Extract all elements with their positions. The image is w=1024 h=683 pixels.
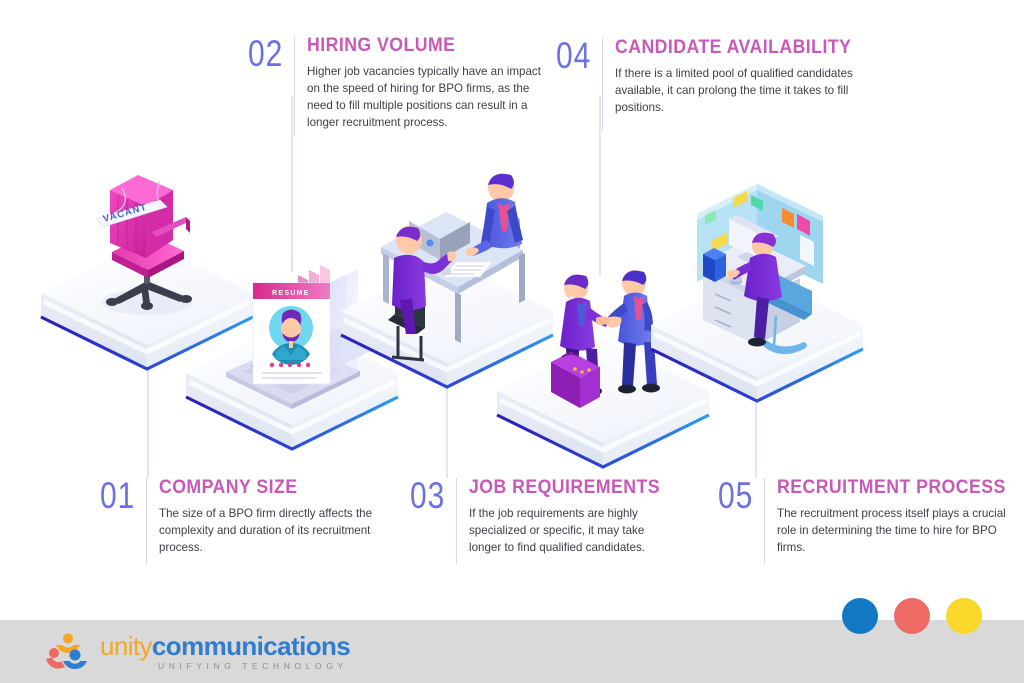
- step-divider-04: [602, 38, 603, 130]
- step-number-03-wrap: 03: [410, 477, 456, 515]
- step-number-02: 02: [248, 33, 284, 75]
- step-body-02: Higher job vacancies typically have an i…: [307, 64, 541, 130]
- brand-wordmark: unitycommunications: [100, 631, 351, 662]
- dot-yellow: [946, 598, 982, 634]
- briefcase: [551, 352, 600, 408]
- step-block-01: 01 COMPANY SIZE The size of a BPO firm d…: [100, 477, 390, 564]
- step-number-01: 01: [100, 475, 136, 517]
- step-number-05-wrap: 05: [718, 477, 764, 515]
- step-number-03: 03: [410, 475, 446, 517]
- step-divider-02: [294, 36, 295, 136]
- brand-tagline: UNIFYING TECHNOLOGY: [158, 661, 348, 672]
- resume-text-lines: [262, 372, 322, 379]
- step-block-04: 04 CANDIDATE AVAILABILITY If there is a …: [556, 37, 853, 130]
- resume-card-stack: RESUME: [252, 255, 358, 391]
- step-title-02: HIRING VOLUME: [307, 35, 456, 56]
- step-number-04: 04: [556, 35, 592, 77]
- step-title-01: COMPANY SIZE: [159, 477, 298, 498]
- dot-coral: [894, 598, 930, 634]
- step-body-03: If the job requirements are highly speci…: [469, 506, 645, 555]
- brand-logotype: unitycommunications UNIFYING TECHNOLOGY: [100, 631, 351, 672]
- drawer-handles: [714, 293, 732, 328]
- dot-blue: [842, 598, 878, 634]
- brand-logo: unitycommunications UNIFYING TECHNOLOGY: [45, 631, 351, 672]
- step-text-03: JOB REQUIREMENTS If the job requirements…: [457, 478, 674, 556]
- step-block-05: 05 RECRUITMENT PROCESS The recruitment p…: [718, 477, 1008, 564]
- brand-color-dots: [842, 598, 982, 634]
- resume-card-label: RESUME: [272, 290, 310, 297]
- step-body-04: If there is a limited pool of qualified …: [615, 66, 853, 115]
- step-number-05: 05: [718, 475, 754, 517]
- step-divider-03: [456, 478, 457, 564]
- step-body-05: The recruitment process itself plays a c…: [777, 506, 1006, 555]
- candidate-figure: [388, 226, 457, 362]
- unity-communications-logomark: [46, 633, 87, 669]
- cubicle-notes: [705, 191, 814, 266]
- step-text-05: RECRUITMENT PROCESS The recruitment proc…: [765, 478, 1023, 556]
- plinth-4: [496, 339, 710, 469]
- step-number-02-wrap: 02: [248, 35, 294, 73]
- office-chair: VACANT: [95, 175, 192, 315]
- scene-job-interview-desk: [340, 173, 554, 389]
- worker-figure: [727, 232, 812, 355]
- scene-handshake-briefcase: [496, 270, 710, 469]
- scene-cubicle-workstation: [650, 184, 864, 403]
- step-number-01-wrap: 01: [100, 477, 146, 515]
- step-title-04: CANDIDATE AVAILABILITY: [615, 37, 852, 58]
- step-body-01: The size of a BPO firm directly affects …: [159, 506, 373, 555]
- step-block-02: 02 HIRING VOLUME Higher job vacancies ty…: [248, 35, 548, 136]
- step-title-03: JOB REQUIREMENTS: [469, 477, 661, 498]
- step-divider-05: [764, 478, 765, 564]
- step-divider-01: [146, 478, 147, 564]
- rating-stars: [269, 362, 311, 368]
- brand-word-unity: unity: [100, 631, 153, 662]
- step-number-04-wrap: 04: [556, 37, 602, 75]
- step-block-03: 03 JOB REQUIREMENTS If the job requireme…: [410, 477, 670, 564]
- step-text-02: HIRING VOLUME Higher job vacancies typic…: [295, 36, 548, 132]
- step-text-04: CANDIDATE AVAILABILITY If there is a lim…: [603, 38, 869, 116]
- step-title-05: RECRUITMENT PROCESS: [777, 477, 1006, 498]
- scene-laptop-resumes: RESUME: [185, 255, 399, 451]
- step-text-01: COMPANY SIZE The size of a BPO firm dire…: [147, 478, 390, 556]
- scene-vacant-office-chair: VACANT: [40, 175, 254, 371]
- interviewer-figure: [466, 173, 523, 257]
- brand-word-communications: communications: [151, 631, 351, 662]
- resume-card: RESUME: [252, 282, 331, 385]
- handshake-person-right: [608, 270, 660, 394]
